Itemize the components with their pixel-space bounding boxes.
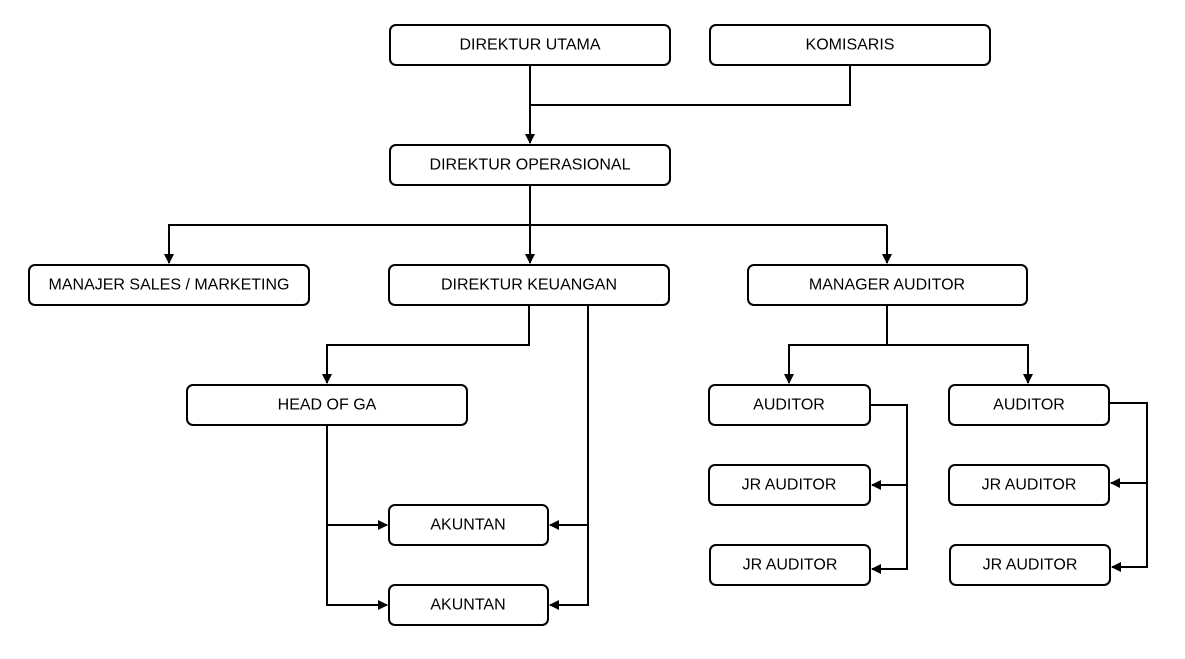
connector-manager-auditor-to-auditor-1: [784, 344, 887, 384]
node-komisaris: KOMISARIS: [709, 24, 991, 66]
node-label: MANAJER SALES / MARKETING: [49, 277, 290, 294]
node-box: [949, 544, 1111, 586]
connector-operasional-to-sales: [164, 224, 887, 264]
node-head-of-ga: HEAD OF GA: [186, 384, 468, 426]
node-label: DIREKTUR OPERASIONAL: [430, 157, 631, 174]
connector-auditor-1-to-jr-1b: [870, 404, 908, 574]
node-label: DIREKTUR KEUANGAN: [441, 277, 617, 294]
node-akuntan-1: AKUNTAN: [388, 504, 549, 546]
node-label: DIREKTUR UTAMA: [459, 37, 600, 54]
node-direktur-operasional: DIREKTUR OPERASIONAL: [389, 144, 671, 186]
node-auditor-1: AUDITOR: [708, 384, 871, 426]
node-label: JR AUDITOR: [742, 477, 837, 494]
node-box: [388, 584, 549, 626]
node-box: [708, 464, 871, 506]
connectors: [164, 65, 1148, 610]
node-manager-auditor: MANAGER AUDITOR: [747, 264, 1028, 306]
node-jr-auditor-1b: JR AUDITOR: [709, 544, 871, 586]
connector-manager-auditor-to-auditor-2: [887, 344, 1033, 384]
node-direktur-keuangan: DIREKTUR KEUANGAN: [388, 264, 670, 306]
node-label: MANAGER AUDITOR: [809, 277, 965, 294]
node-box: [948, 464, 1110, 506]
node-jr-auditor-2b: JR AUDITOR: [949, 544, 1111, 586]
node-box: [709, 544, 871, 586]
connector-keuangan-to-akuntan-2: [549, 305, 589, 610]
node-label: JR AUDITOR: [743, 557, 838, 574]
connector-auditor-2-to-jr-2b: [1109, 402, 1148, 572]
connector-head-of-ga-to-akuntan-2: [326, 525, 388, 610]
node-box: [389, 144, 671, 186]
connector-keuangan-to-head-of-ga: [322, 305, 530, 384]
node-box: [709, 24, 991, 66]
node-label: JR AUDITOR: [983, 557, 1078, 574]
connector-komisaris-to-operasional: [530, 65, 851, 106]
node-label: AUDITOR: [753, 397, 825, 414]
node-jr-auditor-2a: JR AUDITOR: [948, 464, 1110, 506]
node-direktur-utama: DIREKTUR UTAMA: [389, 24, 671, 66]
node-auditor-2: AUDITOR: [948, 384, 1110, 426]
node-jr-auditor-1a: JR AUDITOR: [708, 464, 871, 506]
node-label: JR AUDITOR: [982, 477, 1077, 494]
node-box: [948, 384, 1110, 426]
node-box: [186, 384, 468, 426]
node-box: [28, 264, 310, 306]
node-label: AUDITOR: [993, 397, 1065, 414]
node-box: [388, 264, 670, 306]
node-akuntan-2: AKUNTAN: [388, 584, 549, 626]
node-label: KOMISARIS: [806, 37, 895, 54]
node-box: [388, 504, 549, 546]
node-label: AKUNTAN: [430, 517, 505, 534]
node-manajer-sales-marketing: MANAJER SALES / MARKETING: [28, 264, 310, 306]
node-label: HEAD OF GA: [278, 397, 377, 414]
node-box: [747, 264, 1028, 306]
node-box: [389, 24, 671, 66]
node-label: AKUNTAN: [430, 597, 505, 614]
node-box: [708, 384, 871, 426]
connector-head-of-ga-to-akuntan-1: [326, 425, 388, 530]
